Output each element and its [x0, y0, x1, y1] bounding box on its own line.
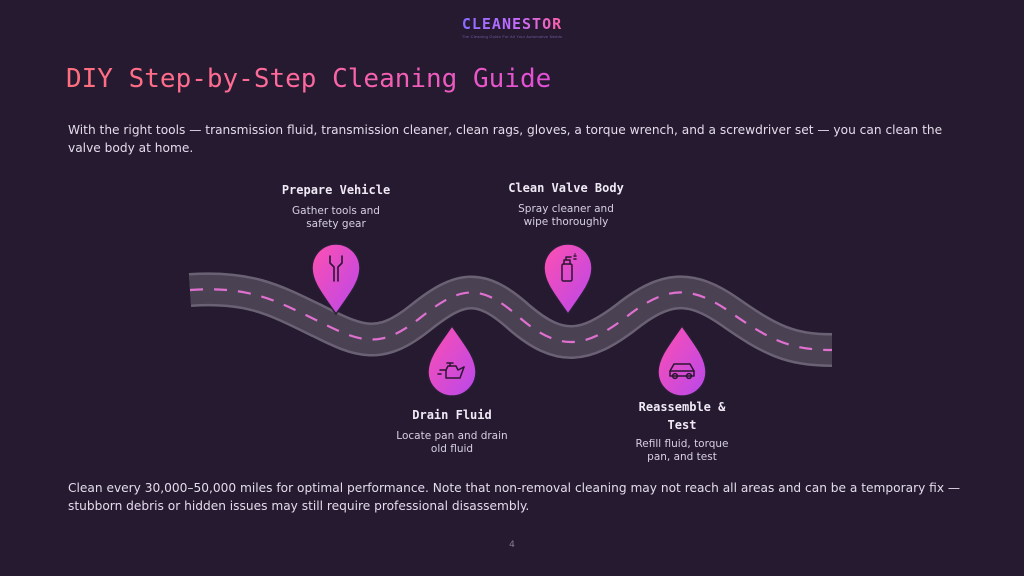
brand-header: CLEANESTOR The Cleaning Guide For All Yo… [0, 14, 1024, 39]
pin-reassemble-test [657, 324, 707, 397]
pin-clean-valve-body [543, 243, 593, 316]
winding-road [188, 272, 833, 367]
step-desc-line: Spray cleaner and [518, 203, 614, 215]
page-number: 4 [509, 540, 515, 550]
step-desc-line: Locate pan and drain [396, 430, 508, 442]
intro-paragraph: With the right tools — transmission flui… [68, 123, 943, 155]
step-title-clean-valve-body: Clean Valve Body [508, 181, 624, 195]
step-desc-reassemble-test: Refill fluid, torque pan, and test [602, 438, 762, 464]
step-desc-line: pan, and test [647, 451, 717, 463]
step-desc-line: Refill fluid, torque [635, 438, 729, 450]
step-desc-prepare-vehicle: Gather tools and safety gear [256, 205, 416, 231]
step-title-drain-fluid: Drain Fluid [412, 408, 492, 422]
step-title-reassemble-test: Reassemble & Test [602, 398, 762, 434]
step-desc-line: wipe thoroughly [523, 216, 609, 228]
step-desc-line: Gather tools and [292, 205, 380, 217]
wrench-icon [329, 255, 343, 282]
step-desc-line: old fluid [430, 443, 474, 455]
brand-tagline: The Cleaning Guide For All Your Automoti… [461, 34, 563, 39]
car-icon [669, 363, 695, 380]
pin-drain-fluid [427, 324, 477, 397]
spray-can-icon [561, 253, 577, 282]
brand-logo: CLEANESTOR [461, 15, 563, 33]
page-title: DIY Step-by-Step Cleaning Guide [66, 64, 552, 94]
pin-prepare-vehicle [311, 243, 361, 316]
step-desc-clean-valve-body: Spray cleaner and wipe thoroughly [486, 203, 646, 229]
outro-paragraph: Clean every 30,000–50,000 miles for opti… [68, 481, 961, 513]
step-desc-drain-fluid: Locate pan and drain old fluid [372, 430, 532, 456]
oil-can-icon [437, 362, 465, 379]
step-title-line: Reassemble & [638, 400, 726, 414]
step-title-prepare-vehicle: Prepare Vehicle [281, 183, 391, 197]
step-desc-line: safety gear [306, 218, 366, 230]
step-title-line: Test [667, 418, 697, 432]
